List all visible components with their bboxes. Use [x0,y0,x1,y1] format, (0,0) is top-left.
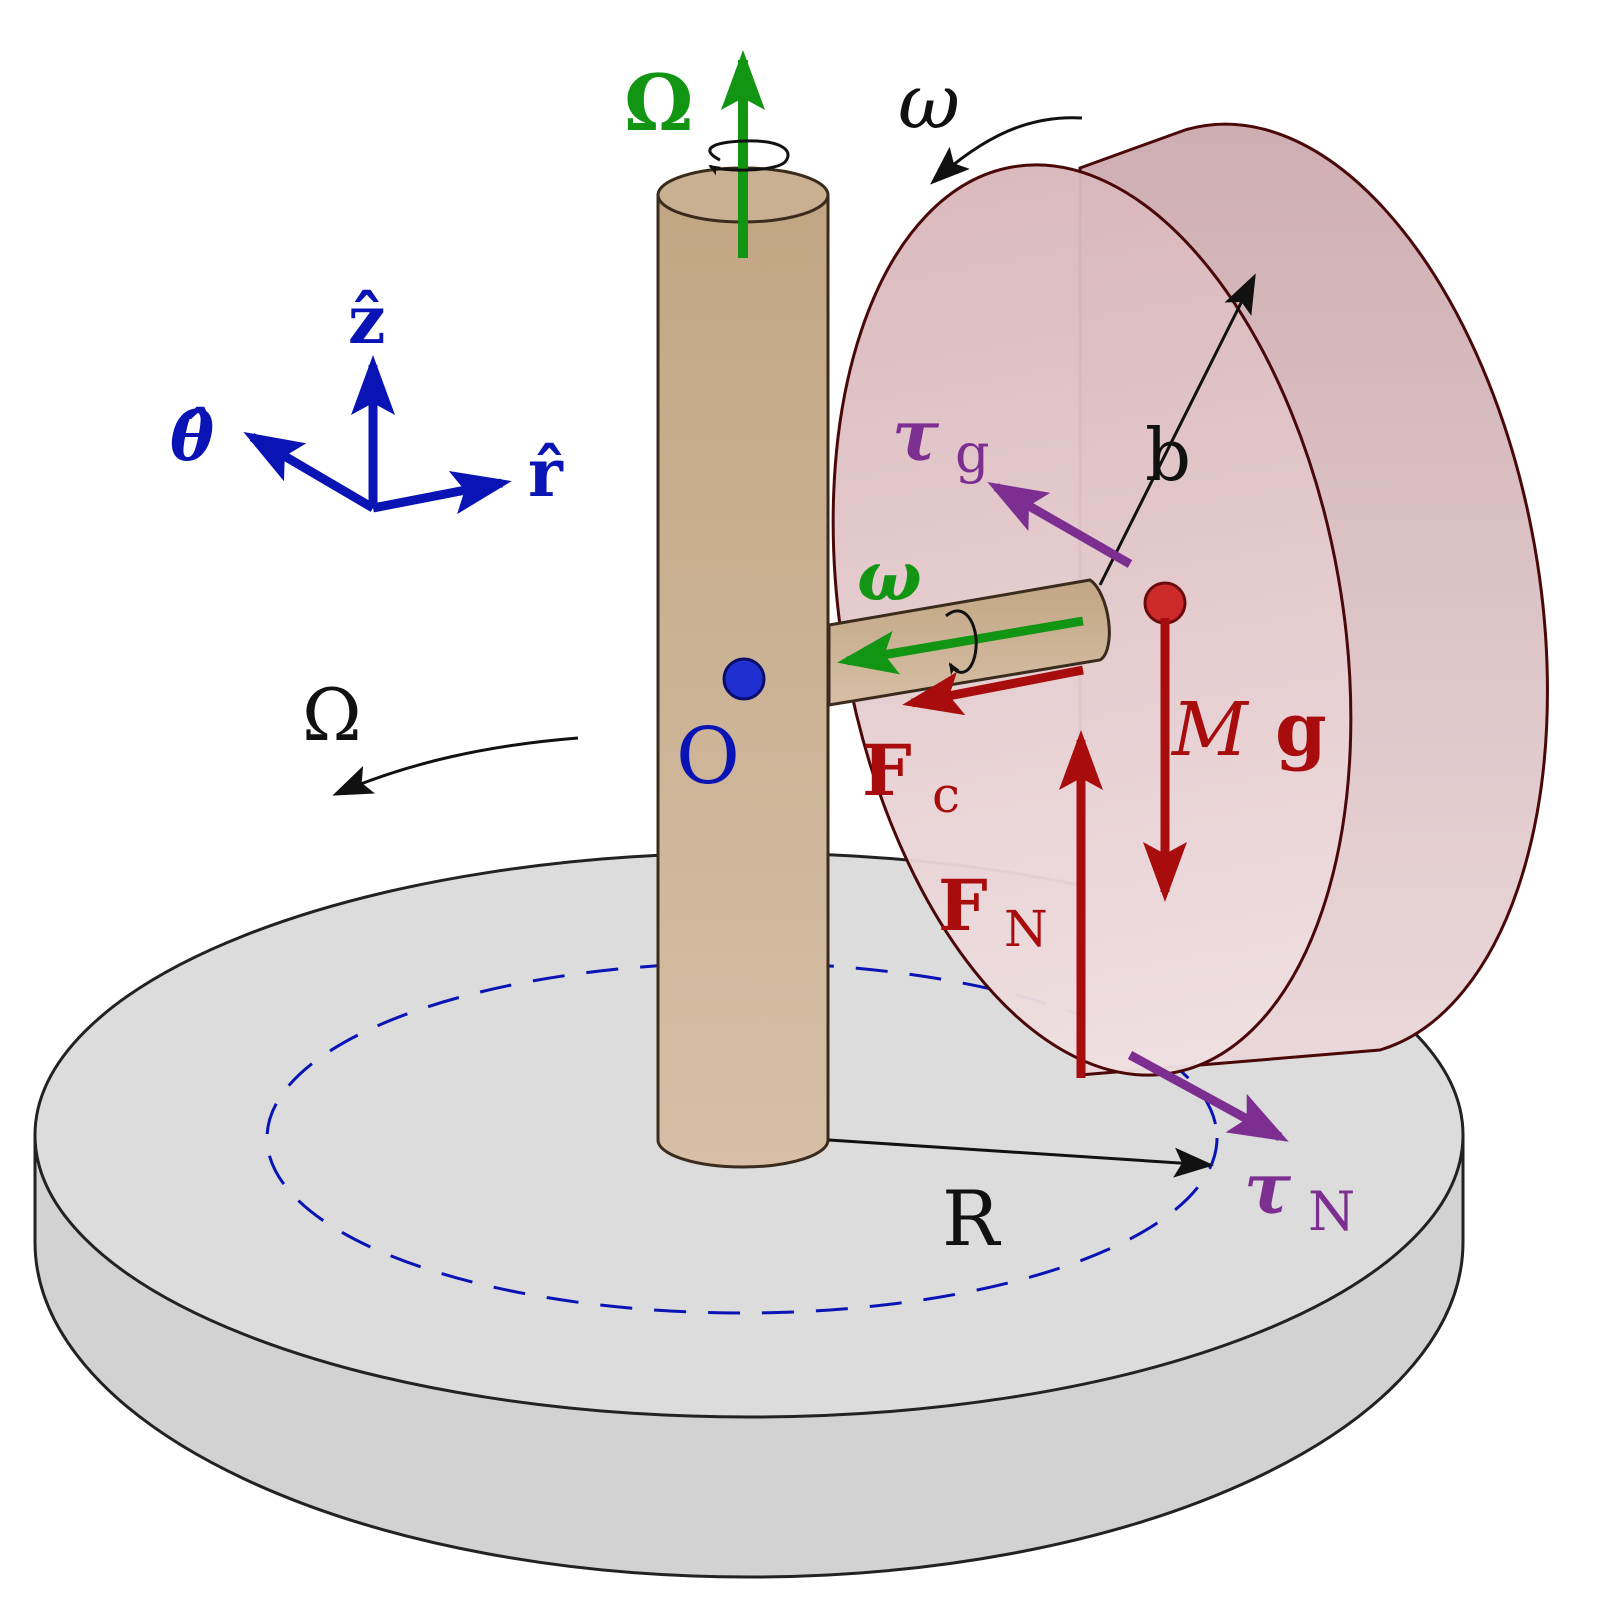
omega-cap-top-label: Ω [624,58,693,149]
radius-b-label: b [1145,413,1191,497]
torque-tau-N-label: τ N [1244,1147,1355,1243]
torque-tau-N-vector [1127,1051,1289,1142]
svg-text:N: N [1308,1180,1355,1243]
r-hat-label: r̂ [528,434,564,512]
svg-text:g: g [1275,687,1327,773]
torque-tau-g-label: τ g [892,394,990,485]
svg-text:M: M [1170,687,1250,773]
force-Fc-label: F c [862,729,960,824]
omega-small-axle-label: ω [857,537,922,617]
wheel-rotation-arrow [930,116,1083,185]
radius-R-line [828,1138,1214,1178]
wheel-center-dot [1143,581,1187,625]
svg-text:τ: τ [1244,1147,1292,1230]
omega-axle-vector [837,616,1084,675]
radius-R-label: R [942,1174,1002,1263]
svg-text:g: g [955,422,990,485]
r-hat-vector [372,470,512,515]
omega-small-top-label: ω [898,57,960,146]
weight-Mg-label: M g [1170,687,1327,773]
torque-tau-g-vector [987,482,1133,568]
origin-dot [722,657,766,701]
force-FN-label: F N [938,864,1048,958]
rolling-path-circle [265,961,1219,1315]
theta-hat-label: θ̂ [170,398,214,476]
precession-arrow [332,736,579,796]
svg-text:c: c [932,766,960,824]
shaft-rotation-icon [708,139,790,176]
coordinate-axes: ẑ r̂ θ̂ [170,281,564,515]
svg-text:N: N [1004,900,1048,958]
svg-text:F: F [862,729,912,812]
svg-text:τ: τ [892,394,940,477]
radius-b-line [1098,273,1256,586]
z-hat-label: ẑ [348,281,385,359]
origin-label: O [676,712,740,802]
force-Fc-vector [902,665,1084,716]
svg-text:F: F [938,864,988,947]
theta-hat-vector [243,431,376,512]
omega-cap-side-label: Ω [302,673,362,757]
